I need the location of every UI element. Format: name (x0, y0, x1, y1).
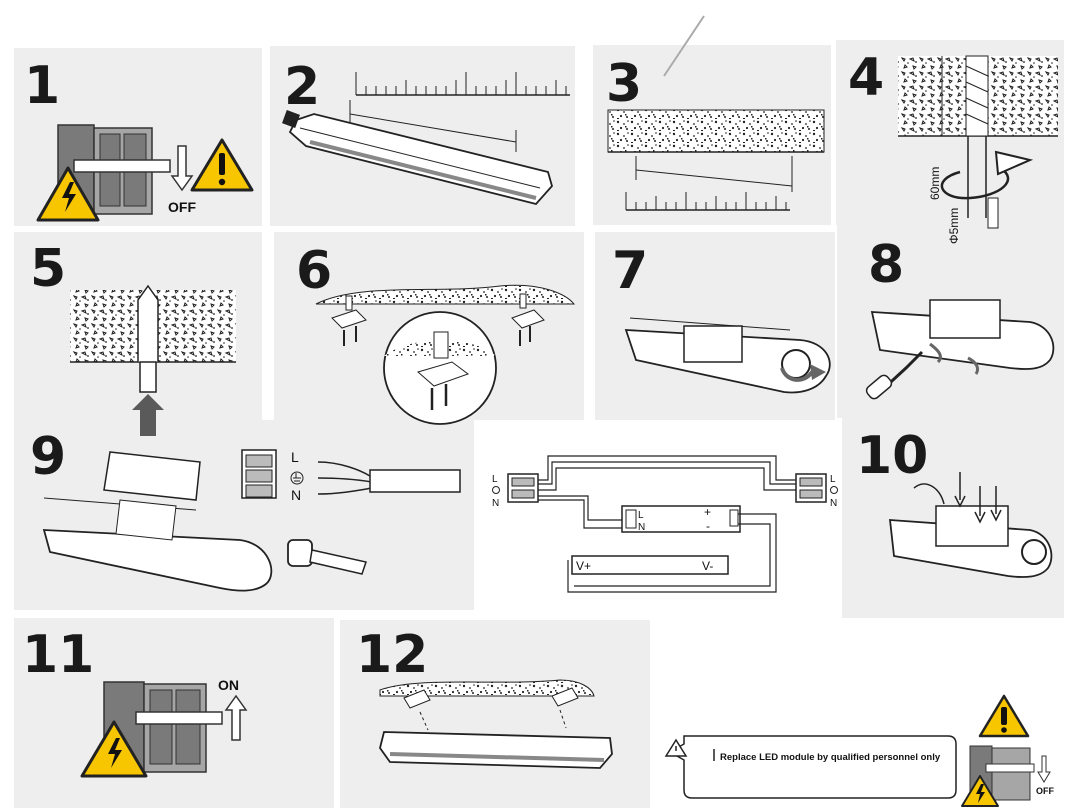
ground-icon (290, 471, 304, 485)
driver-output-minus: - (706, 519, 710, 533)
step-8-open-cover (865, 299, 1055, 400)
step-2-measure-fixture (282, 72, 570, 206)
schematic-left-L: L (492, 474, 498, 485)
module-v-plus: V+ (576, 559, 591, 573)
driver-input-N: N (638, 522, 645, 533)
up-arrow-icon (224, 694, 248, 741)
drill-depth-label: 60mm (928, 167, 942, 200)
driver-output-plus: + (704, 505, 711, 519)
small-off-label: OFF (1036, 786, 1054, 796)
schematic-right-N: N (830, 498, 837, 509)
step-3-mark-ceiling (607, 15, 825, 211)
step-4-drill-hole: 60mm Φ5mm (898, 55, 1058, 244)
rotation-arrow-icon (994, 150, 1034, 176)
schematic-left-N: N (492, 498, 499, 509)
step-number-9: 9 (30, 427, 66, 487)
drill-diameter-label: Φ5mm (947, 208, 961, 244)
small-off-switch: OFF (961, 694, 1054, 807)
step-7-remove-end-cap (624, 317, 831, 394)
step-5-insert-anchor (70, 284, 236, 436)
led-driver (621, 505, 741, 533)
schematic-right-L: L (830, 474, 836, 485)
down-arrow-icon (1037, 755, 1051, 783)
notice-text: Replace LED module by qualified personne… (720, 752, 941, 763)
step-number-11: 11 (22, 625, 94, 685)
step-number-7: 7 (612, 241, 648, 301)
step-number-10: 10 (856, 426, 928, 486)
wire-label-L: L (291, 449, 299, 465)
step-9-connect-wires: L N (42, 449, 461, 592)
step-12-install-fixture (379, 679, 613, 769)
off-label: OFF (168, 199, 196, 215)
led-module (571, 555, 729, 575)
step-10-close-cover (888, 472, 1053, 578)
down-arrow-icon (170, 145, 194, 192)
step-number-6: 6 (296, 241, 332, 301)
wiring-schematic: L N L N L N + - V+ V- (492, 455, 838, 593)
step-number-2: 2 (284, 57, 320, 117)
step-numbers: 1 2 3 4 5 6 7 8 9 10 11 12 (22, 48, 928, 685)
step-number-12: 12 (356, 625, 428, 685)
module-v-minus: V- (702, 559, 713, 573)
step-number-1: 1 (24, 56, 60, 116)
step-number-4: 4 (848, 48, 884, 108)
wire-label-N: N (291, 487, 301, 503)
step-number-5: 5 (30, 239, 66, 299)
unscrew-arrow-icon (810, 364, 826, 380)
on-label: ON (218, 677, 239, 693)
driver-input-L: L (638, 510, 644, 521)
up-arrow-icon (132, 394, 164, 436)
step-number-3: 3 (606, 54, 642, 114)
step-6-mount-brackets (315, 284, 576, 425)
step-1-power-switch: OFF (36, 124, 254, 222)
pencil-icon (663, 15, 705, 77)
step-number-8: 8 (868, 235, 904, 295)
step-11-power-on: ON (80, 677, 248, 778)
notice-box: Replace LED module by qualified personne… (664, 735, 957, 799)
